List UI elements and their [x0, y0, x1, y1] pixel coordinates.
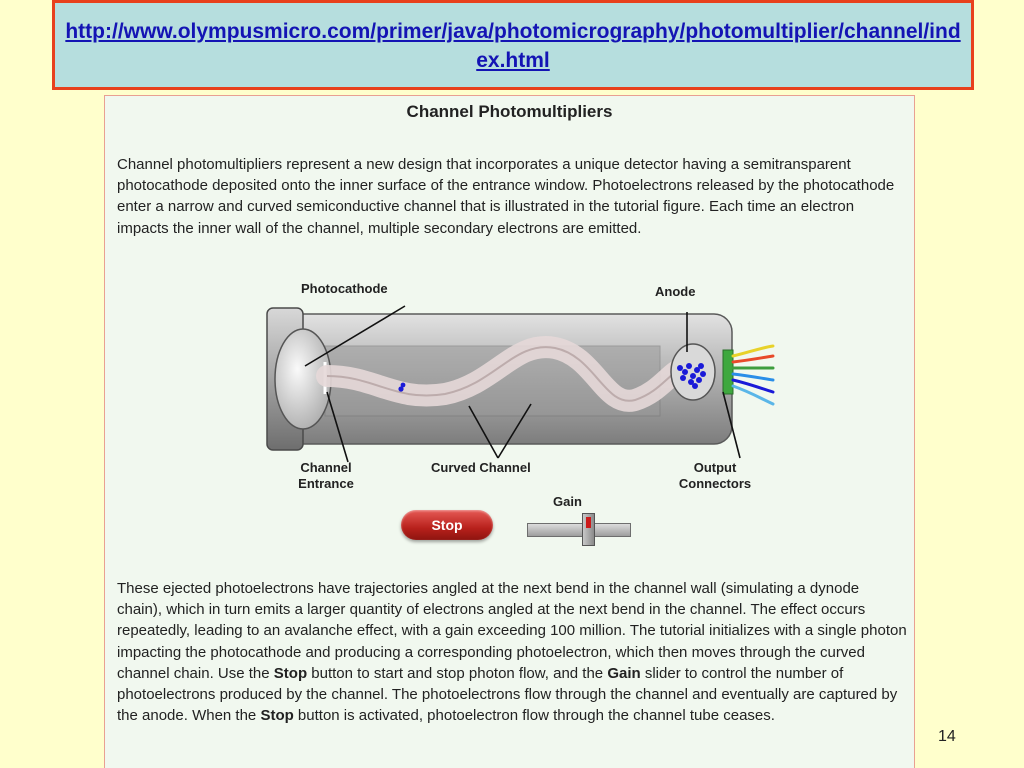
para2-stop-1: Stop — [273, 664, 308, 682]
label-curved-channel: Curved Channel — [431, 460, 531, 475]
label-output-connectors: Output Connectors — [670, 460, 760, 492]
gain-slider-thumb[interactable] — [581, 513, 595, 546]
label-output-connectors-line1: Output — [693, 460, 737, 475]
anode — [670, 343, 716, 401]
label-channel-entrance-line1: Channel — [300, 460, 352, 475]
label-photocathode: Photocathode — [301, 281, 388, 296]
para2-text-2: button to start and stop photon flow, an… — [307, 664, 608, 682]
intro-paragraph: Channel photomultipliers represent a new… — [117, 156, 895, 237]
label-output-connectors-line2: Connectors — [678, 476, 752, 491]
electrons — [398, 363, 706, 392]
output-wires — [731, 344, 775, 406]
para2-text-1: These ejected photoelectrons have trajec… — [117, 580, 907, 682]
curved-channel-core — [326, 346, 684, 402]
para2-text-4: button is activated, photoelectron flow … — [293, 707, 775, 725]
gain-slider-track[interactable] — [527, 523, 631, 537]
page-title: Channel Photomultipliers — [406, 102, 613, 121]
para2-stop-2: Stop — [260, 707, 294, 725]
tutorial-panel: Channel Photomultipliers Channel photomu… — [104, 95, 915, 768]
leader-lines — [304, 305, 741, 463]
explanation-paragraph: These ejected photoelectrons have trajec… — [117, 578, 907, 726]
para2-text-3: slider to control the number of photoele… — [117, 664, 898, 725]
label-channel-entrance-line2: Entrance — [298, 476, 354, 491]
gain-label: Gain — [553, 494, 582, 509]
stop-button[interactable]: Stop — [401, 510, 493, 540]
output-connector-block — [722, 349, 734, 395]
label-anode: Anode — [655, 284, 696, 299]
para2-gain: Gain — [607, 664, 641, 682]
page-number: 14 — [938, 728, 956, 745]
url-banner: http://www.olympusmicro.com/primer/java/… — [52, 0, 974, 90]
photomultiplier-diagram — [266, 305, 775, 463]
label-channel-entrance: Channel Entrance — [291, 460, 361, 492]
gain-thumb-indicator — [585, 517, 591, 528]
url-link[interactable]: http://www.olympusmicro.com/primer/java/… — [65, 20, 961, 72]
